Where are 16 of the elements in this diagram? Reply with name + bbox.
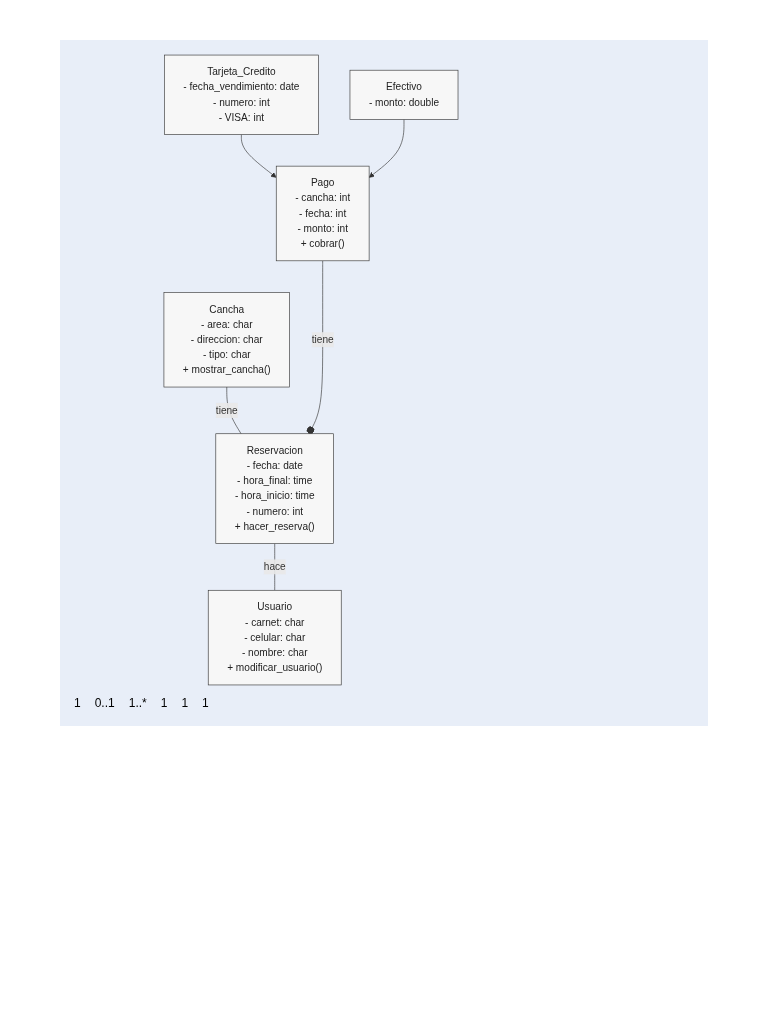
multiplicity-label: 1 (160, 696, 168, 710)
multiplicity-label: 1 (181, 696, 189, 710)
connector (226, 386, 242, 435)
multiplicity-label: 1 (74, 696, 81, 710)
multiplicity-label: 0..1 (94, 696, 115, 710)
node-box: Efectivo - monto: double (349, 69, 459, 120)
node-box: Cancha - area: char - direccion: char - tipo: char + mostrar_cancha() (163, 292, 290, 388)
node-box: Pago - cancha: int - fecha: int - monto: int + cobrar() (275, 165, 370, 262)
edge-label: hace (263, 561, 286, 572)
edge-label: tiene (215, 404, 238, 416)
multiplicity-label: 1..* (128, 696, 147, 710)
multiplicity-label: 1 (202, 696, 209, 710)
node-box: Tarjeta_Credito - fecha_vendimiento: date - numero: int - VISA: int (164, 54, 319, 135)
node-box: Usuario - carnet: char - celular: char - nombre: char + modificar_usuario() (207, 589, 342, 686)
edge-label: tiene (311, 334, 334, 345)
node-box: Reservacion - fecha: date - hora_final: time - hora_inicio: time - numero: int + hacer_reserva() (215, 433, 334, 544)
